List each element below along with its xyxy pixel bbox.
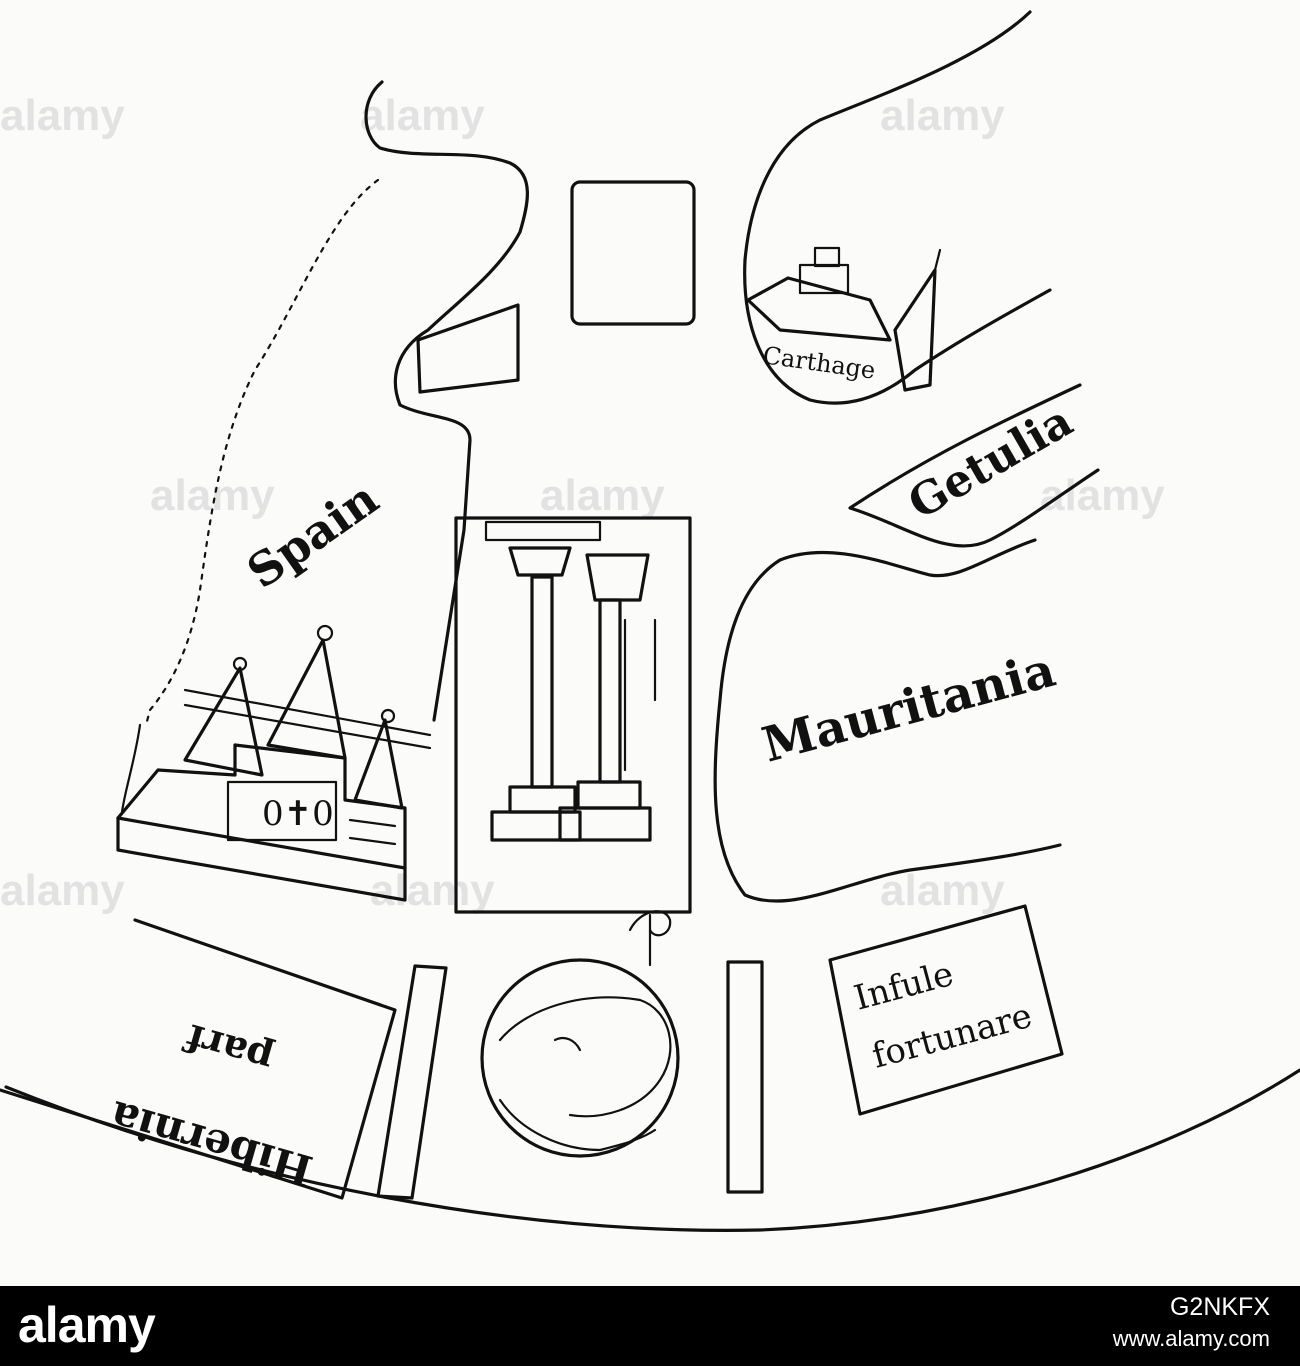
spain-coast-lower xyxy=(120,723,142,814)
strip-left xyxy=(376,964,448,1200)
stock-footer: alamy G2NKFX www.alamy.com xyxy=(0,1286,1300,1366)
hibernia-box xyxy=(0,918,397,1200)
carthage-bay xyxy=(743,258,1052,405)
label-hibernia: Hibernia xyxy=(105,1091,318,1195)
svg-text:alamy: alamy xyxy=(360,91,485,140)
spain-coast-dotted xyxy=(144,178,380,727)
svg-text:0✝0: 0✝0 xyxy=(262,794,334,834)
island-square xyxy=(570,180,696,326)
pillars-panel xyxy=(454,516,692,914)
svg-text:alamy: alamy xyxy=(540,471,665,520)
strip-right xyxy=(726,960,764,1194)
svg-text:alamy: alamy xyxy=(0,91,125,140)
africa-coast-north xyxy=(743,10,1032,262)
svg-text:alamy: alamy xyxy=(880,866,1005,915)
map-drawing: alamy alamy alamy alamy alamy alamy alam… xyxy=(0,10,1300,1232)
svg-text:alamy: alamy xyxy=(370,866,495,915)
brand-logo[interactable]: alamy xyxy=(18,1297,156,1353)
insule-box xyxy=(828,904,1064,1116)
getulia-outline xyxy=(848,383,1100,548)
site-url[interactable]: www.alamy.com xyxy=(1112,1326,1270,1351)
svg-text:alamy: alamy xyxy=(880,91,1005,140)
mauritania-coast xyxy=(713,538,1062,903)
image-id: G2NKFX xyxy=(1169,1293,1270,1321)
wind-head-medallion xyxy=(480,910,680,1158)
map-area: alamy alamy alamy alamy alamy alamy alam… xyxy=(0,10,1300,1232)
watermark-layer: alamy alamy alamy alamy alamy alamy alam… xyxy=(0,91,1165,915)
spain-coast xyxy=(364,80,529,722)
carthage-city-icon xyxy=(746,246,942,392)
island-small xyxy=(416,303,520,394)
spain-city-icon: 0✝0 xyxy=(116,624,432,902)
label-hibernia-parf: parf xyxy=(178,1014,277,1082)
label-insule: Infule xyxy=(850,954,958,1019)
svg-text:alamy: alamy xyxy=(0,866,125,915)
label-mauritania: Mauritania xyxy=(757,642,1061,774)
